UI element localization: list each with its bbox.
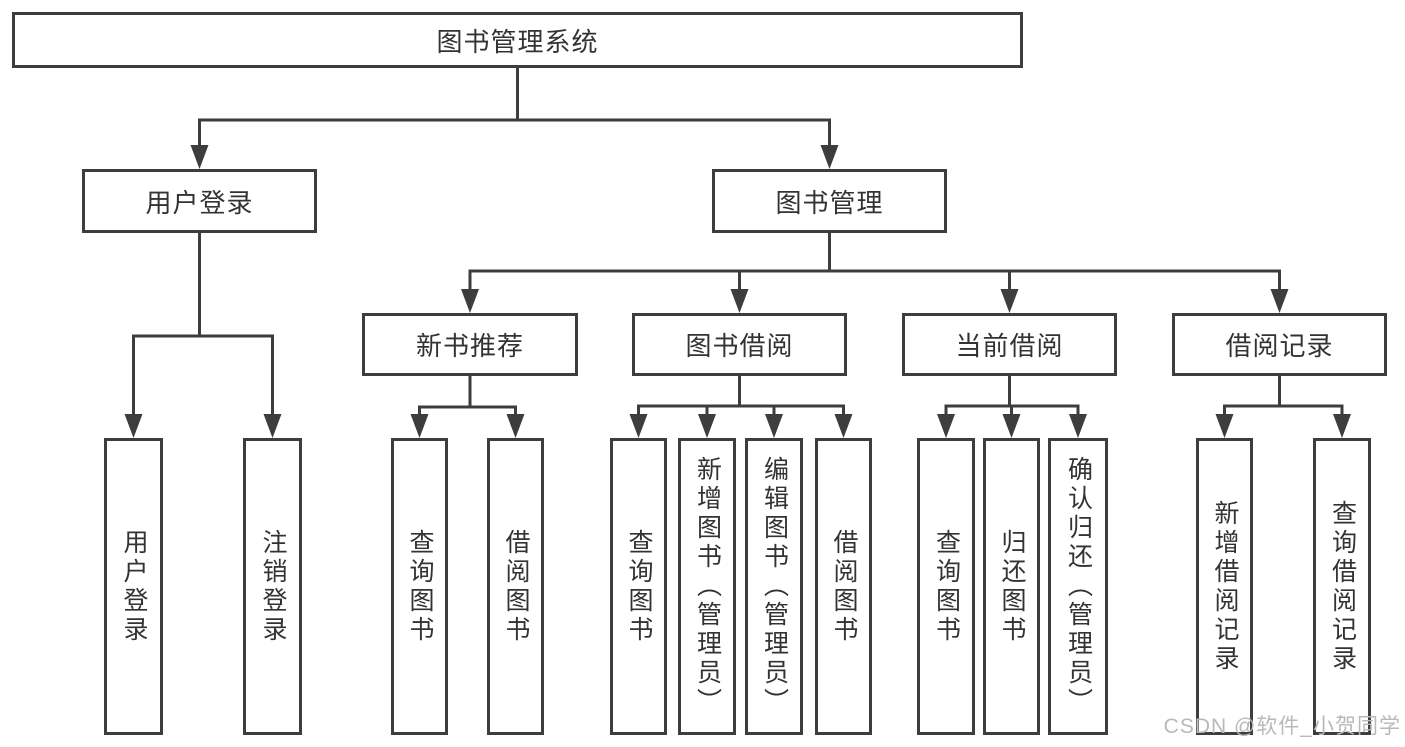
node-leaf-return-books: 归还图书	[983, 438, 1040, 735]
node-label: 图书借阅	[685, 331, 794, 361]
node-borrow-records: 借阅记录	[1172, 313, 1387, 376]
node-leaf-logout: 注销登录	[243, 438, 302, 735]
node-leaf-add-borrow-record: 新增借阅记录	[1196, 438, 1253, 735]
node-leaf-query-books-current: 查询图书	[917, 438, 975, 735]
node-leaf-borrow-books: 借阅图书	[815, 438, 872, 735]
node-user-login: 用户登录	[82, 169, 317, 233]
node-label: 查询借阅记录	[1328, 499, 1357, 674]
node-label: 图书管理	[775, 187, 884, 218]
node-label: 用户登录	[120, 528, 148, 645]
node-leaf-confirm-return-admin: 确认归还（管理员）	[1048, 438, 1108, 735]
node-label: 查询图书	[406, 528, 434, 645]
node-label: 新增图书（管理员）	[693, 456, 722, 717]
node-label: 用户登录	[145, 187, 254, 218]
node-label: 查询图书	[625, 528, 653, 645]
node-label: 当前借阅	[955, 331, 1064, 361]
node-label: 借阅记录	[1225, 331, 1334, 361]
node-book-management: 图书管理	[712, 169, 947, 233]
node-label: 图书管理系统	[436, 26, 599, 57]
node-leaf-add-books-admin: 新增图书（管理员）	[678, 438, 736, 735]
node-label: 新书推荐	[415, 331, 524, 361]
node-label: 查询图书	[932, 528, 961, 645]
node-label: 编辑图书（管理员）	[760, 456, 789, 717]
node-leaf-query-borrow-record: 查询借阅记录	[1313, 438, 1371, 735]
node-label: 注销登录	[259, 528, 287, 645]
watermark-text: CSDN @软件_小贺同学	[1163, 715, 1401, 738]
node-book-borrow: 图书借阅	[632, 313, 847, 376]
node-leaf-query-books-recommend: 查询图书	[391, 438, 448, 735]
node-library-management-system: 图书管理系统	[12, 12, 1023, 68]
node-leaf-query-books-borrow: 查询图书	[610, 438, 667, 735]
node-leaf-borrow-books-recommend: 借阅图书	[487, 438, 544, 735]
node-new-book-recommend: 新书推荐	[362, 313, 578, 376]
node-label: 确认归还（管理员）	[1064, 456, 1093, 717]
node-label: 借阅图书	[830, 528, 858, 645]
node-current-borrow: 当前借阅	[902, 313, 1117, 376]
node-leaf-user-login: 用户登录	[104, 438, 163, 735]
node-label: 借阅图书	[502, 528, 530, 645]
node-label: 归还图书	[998, 528, 1026, 645]
node-leaf-edit-books-admin: 编辑图书（管理员）	[745, 438, 803, 735]
node-label: 新增借阅记录	[1211, 499, 1239, 674]
